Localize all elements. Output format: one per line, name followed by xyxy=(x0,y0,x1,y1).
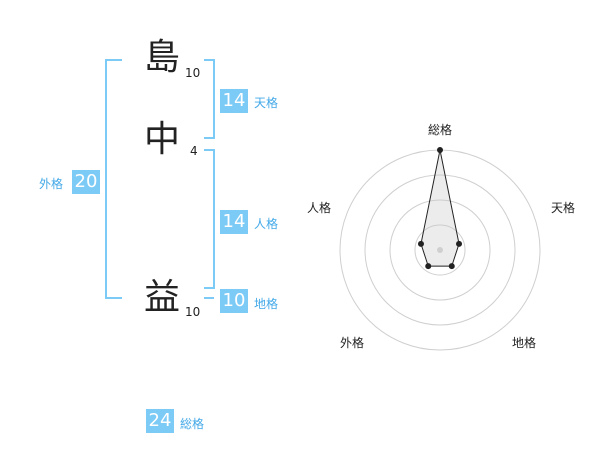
radar-label-tenkaku: 天格 xyxy=(551,201,576,215)
jinkaku-label: 人格 xyxy=(254,217,279,231)
radar-ring-2 xyxy=(389,199,491,301)
tenkaku-value-badge: 14 xyxy=(220,89,248,113)
chikaku-label: 地格 xyxy=(254,297,279,311)
tenkaku-label: 天格 xyxy=(254,96,279,110)
tenkaku-bracket xyxy=(204,59,215,139)
gaikaku-label: 外格 xyxy=(39,177,64,191)
soukaku-label: 総格 xyxy=(180,417,205,431)
stroke-count-2: 4 xyxy=(190,144,198,158)
radar-label-gaikaku: 外格 xyxy=(340,336,365,350)
radar-ring-1 xyxy=(414,224,466,276)
radar-label-jinkaku: 人格 xyxy=(307,201,332,215)
chikaku-value-badge: 10 xyxy=(220,289,248,313)
radar-point-1 xyxy=(437,147,443,153)
stroke-count-1: 10 xyxy=(185,66,201,80)
stroke-count-3: 10 xyxy=(185,305,201,319)
radar-label-soukaku: 総格 xyxy=(428,123,453,137)
radar-point-4 xyxy=(425,263,432,270)
name-char-2: 中 xyxy=(144,119,181,160)
radar-label-chikaku: 地格 xyxy=(512,336,537,350)
radar-ring-3 xyxy=(364,174,516,326)
radar-center xyxy=(437,247,443,253)
radar-polygon xyxy=(420,149,460,267)
soukaku-value-badge: 24 xyxy=(146,409,174,433)
radar-point-2 xyxy=(456,240,463,247)
jinkaku-value-badge: 14 xyxy=(220,210,248,234)
radar-point-3 xyxy=(448,263,455,270)
name-char-1: 島 xyxy=(144,37,181,78)
radar-point-5 xyxy=(417,240,424,247)
gaikaku-bracket xyxy=(105,59,122,299)
jinkaku-bracket xyxy=(204,149,215,289)
gaikaku-value-badge: 20 xyxy=(72,170,100,194)
name-char-3: 益 xyxy=(144,277,181,318)
